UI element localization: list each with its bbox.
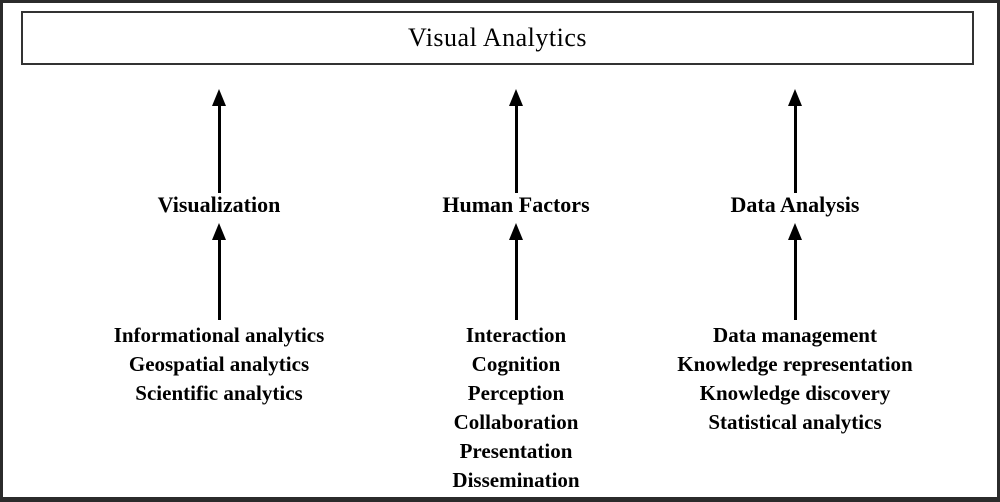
arrow-shaft [217,240,221,320]
list-item: Informational analytics [113,323,325,347]
column-label-human-factors: Human Factors [442,192,590,217]
diagram-title: Visual Analytics [407,23,588,52]
column-items-human-factors: Interaction Cognition Perception Collabo… [346,321,686,495]
column-label-data-analysis: Data Analysis [730,192,860,217]
list-item: Dissemination [452,468,580,492]
list-item: Interaction [465,323,567,347]
arrow-shaft [793,240,797,320]
list-item: Knowledge representation [677,352,913,376]
column-items-visualization: Informational analytics Geospatial analy… [49,321,389,408]
arrow-up-icon [788,223,802,240]
arrow-shaft [793,106,797,193]
list-item: Knowledge discovery [699,381,891,405]
title-box: Visual Analytics [21,11,974,65]
arrow-items-to-human-factors [509,223,523,320]
arrow-up-icon [212,223,226,240]
arrow-visualization-to-title [212,89,226,193]
list-item: Scientific analytics [135,381,303,405]
list-item: Data management [713,323,877,347]
arrow-shaft [514,240,518,320]
list-item: Perception [467,381,565,405]
list-item: Statistical analytics [708,410,882,434]
arrow-up-icon [509,223,523,240]
arrow-up-icon [509,89,523,106]
arrow-human-factors-to-title [509,89,523,193]
list-item: Cognition [471,352,561,376]
column-label-visualization: Visualization [157,192,281,217]
arrow-up-icon [788,89,802,106]
list-item: Geospatial analytics [128,352,310,376]
arrow-items-to-data-analysis [788,223,802,320]
arrow-up-icon [212,89,226,106]
arrow-data-analysis-to-title [788,89,802,193]
arrow-shaft [217,106,221,193]
list-item: Collaboration [453,410,579,434]
column-items-data-analysis: Data management Knowledge representation… [625,321,965,437]
list-item: Presentation [459,439,573,463]
arrow-items-to-visualization [212,223,226,320]
arrow-shaft [514,106,518,193]
